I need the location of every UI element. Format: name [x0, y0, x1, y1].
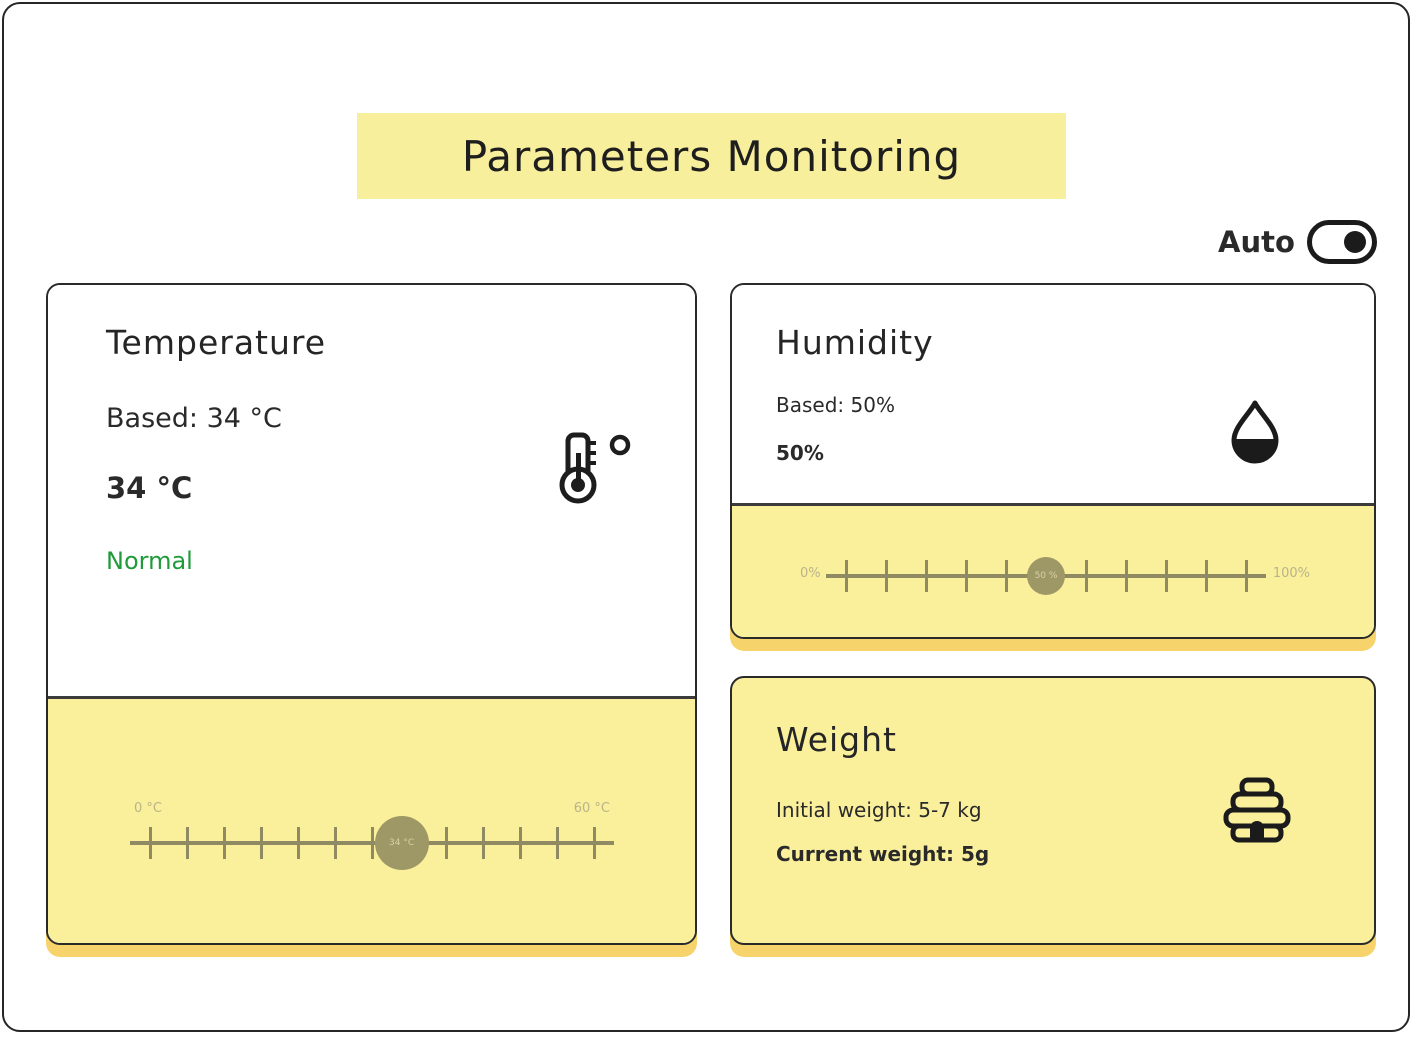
- toggle-knob: [1343, 231, 1366, 253]
- temperature-slider-min-label: 0 °C: [134, 801, 162, 816]
- page-title-text: Parameters Monitoring: [461, 131, 962, 181]
- humidity-slider-value-label: 50 %: [1034, 571, 1058, 581]
- slider-tick: [925, 560, 928, 592]
- slider-tick: [260, 827, 263, 859]
- weight-initial: Initial weight: 5-7 kg: [776, 798, 982, 822]
- slider-tick: [334, 827, 337, 859]
- humidity-slider-thumb[interactable]: 50 %: [1027, 557, 1065, 595]
- slider-tick: [1085, 560, 1088, 592]
- slider-tick: [1205, 560, 1208, 592]
- slider-tick: [593, 827, 596, 859]
- auto-toggle[interactable]: [1306, 220, 1377, 264]
- slider-tick: [371, 827, 374, 859]
- slider-tick: [1125, 560, 1128, 592]
- water-drop-icon: [1231, 400, 1279, 464]
- humidity-title: Humidity: [776, 323, 934, 362]
- slider-tick: [1245, 560, 1248, 592]
- slider-tick: [845, 560, 848, 592]
- humidity-card-top: Humidity Based: 50% 50%: [732, 285, 1374, 503]
- thermometer-icon: [559, 432, 631, 504]
- slider-tick: [445, 827, 448, 859]
- temperature-slider-max-label: 60 °C: [573, 801, 610, 816]
- humidity-slider[interactable]: 0% 100% 50 %: [800, 556, 1310, 596]
- temperature-slider-value-label: 34 °C: [389, 838, 415, 848]
- temperature-current: 34 °C: [106, 471, 193, 505]
- weight-title: Weight: [776, 720, 897, 759]
- temperature-title: Temperature: [106, 323, 327, 362]
- humidity-card-bottom: 0% 100% 50 %: [732, 503, 1374, 637]
- temperature-card-top: Temperature Based: 34 °C 34 °C Normal: [48, 285, 695, 696]
- slider-tick: [149, 827, 152, 859]
- humidity-current: 50%: [776, 441, 824, 465]
- slider-tick: [186, 827, 189, 859]
- slider-tick: [297, 827, 300, 859]
- weight-card: Weight Initial weight: 5-7 kg Current we…: [730, 676, 1376, 945]
- temperature-based: Based: 34 °C: [106, 403, 282, 434]
- temperature-card: Temperature Based: 34 °C 34 °C Normal 0 …: [46, 283, 697, 945]
- humidity-based: Based: 50%: [776, 393, 895, 417]
- slider-tick: [885, 560, 888, 592]
- humidity-slider-max-label: 100%: [1272, 566, 1310, 581]
- slider-tick: [965, 560, 968, 592]
- weight-current: Current weight: 5g: [776, 842, 990, 866]
- page-title: Parameters Monitoring: [357, 113, 1066, 199]
- humidity-slider-min-label: 0%: [800, 566, 821, 581]
- temperature-status: Normal: [106, 547, 193, 575]
- temperature-card-bottom: 0 °C 60 °C 34 °C: [48, 696, 695, 943]
- beehive-icon: [1223, 777, 1291, 843]
- auto-label: Auto: [1218, 225, 1295, 259]
- slider-tick: [1165, 560, 1168, 592]
- slider-tick: [223, 827, 226, 859]
- temperature-slider[interactable]: 0 °C 60 °C 34 °C: [130, 801, 614, 870]
- slider-tick: [556, 827, 559, 859]
- humidity-card: Humidity Based: 50% 50% 0% 100% 50 %: [730, 283, 1376, 639]
- slider-tick: [482, 827, 485, 859]
- slider-tick: [519, 827, 522, 859]
- temperature-slider-thumb[interactable]: 34 °C: [374, 816, 429, 870]
- slider-tick: [1005, 560, 1008, 592]
- auto-mode-control[interactable]: Auto: [1218, 216, 1377, 268]
